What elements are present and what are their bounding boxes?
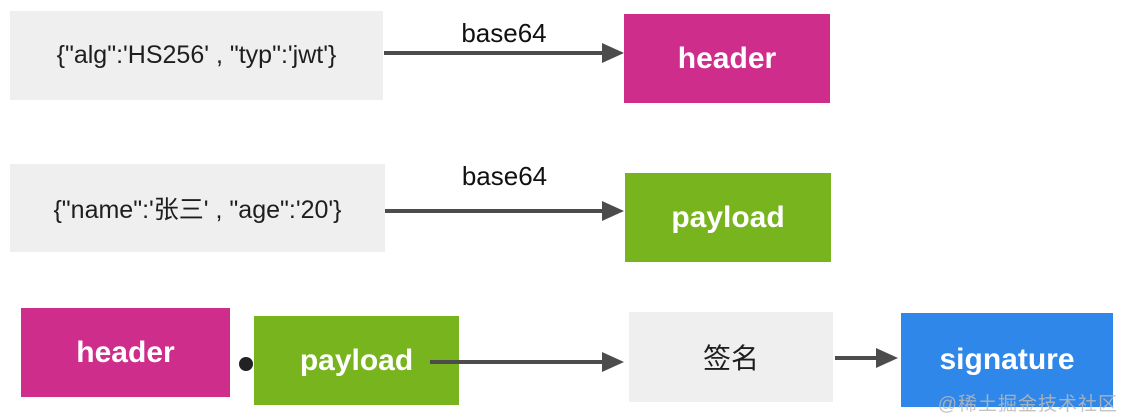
signature-box: signature [901, 313, 1113, 407]
arrowhead-icon [602, 201, 624, 221]
arrow-right-icon-2 [385, 201, 624, 221]
header-box-top: header [624, 14, 830, 103]
concat-dot-icon [239, 357, 253, 371]
arrow-right-icon-3 [430, 352, 624, 372]
arrowhead-icon [602, 352, 624, 372]
payload-json-box: {"name":'张三' , "age":'20'} [10, 164, 385, 252]
arrowhead-icon [876, 348, 898, 368]
arrow-line [384, 51, 602, 55]
base64-label-2: base64 [461, 161, 548, 191]
base64-label-1: base64 [461, 18, 547, 48]
payload-box-top: payload [625, 173, 831, 262]
arrow-line [430, 360, 602, 364]
sign-step-box: 签名 [629, 312, 833, 402]
header-box-bottom: header [21, 308, 230, 397]
header-json-box: {"alg":'HS256' , "typ":'jwt'} [10, 11, 383, 100]
juejin-watermark: @稀土掘金技术社区 [937, 394, 1118, 415]
arrow-right-icon-4 [835, 348, 898, 368]
arrowhead-icon [602, 43, 624, 63]
arrow-right-icon-1 [384, 43, 624, 63]
payload-box-bottom: payload [254, 316, 459, 405]
arrow-line [385, 209, 602, 213]
arrow-line [835, 356, 876, 360]
